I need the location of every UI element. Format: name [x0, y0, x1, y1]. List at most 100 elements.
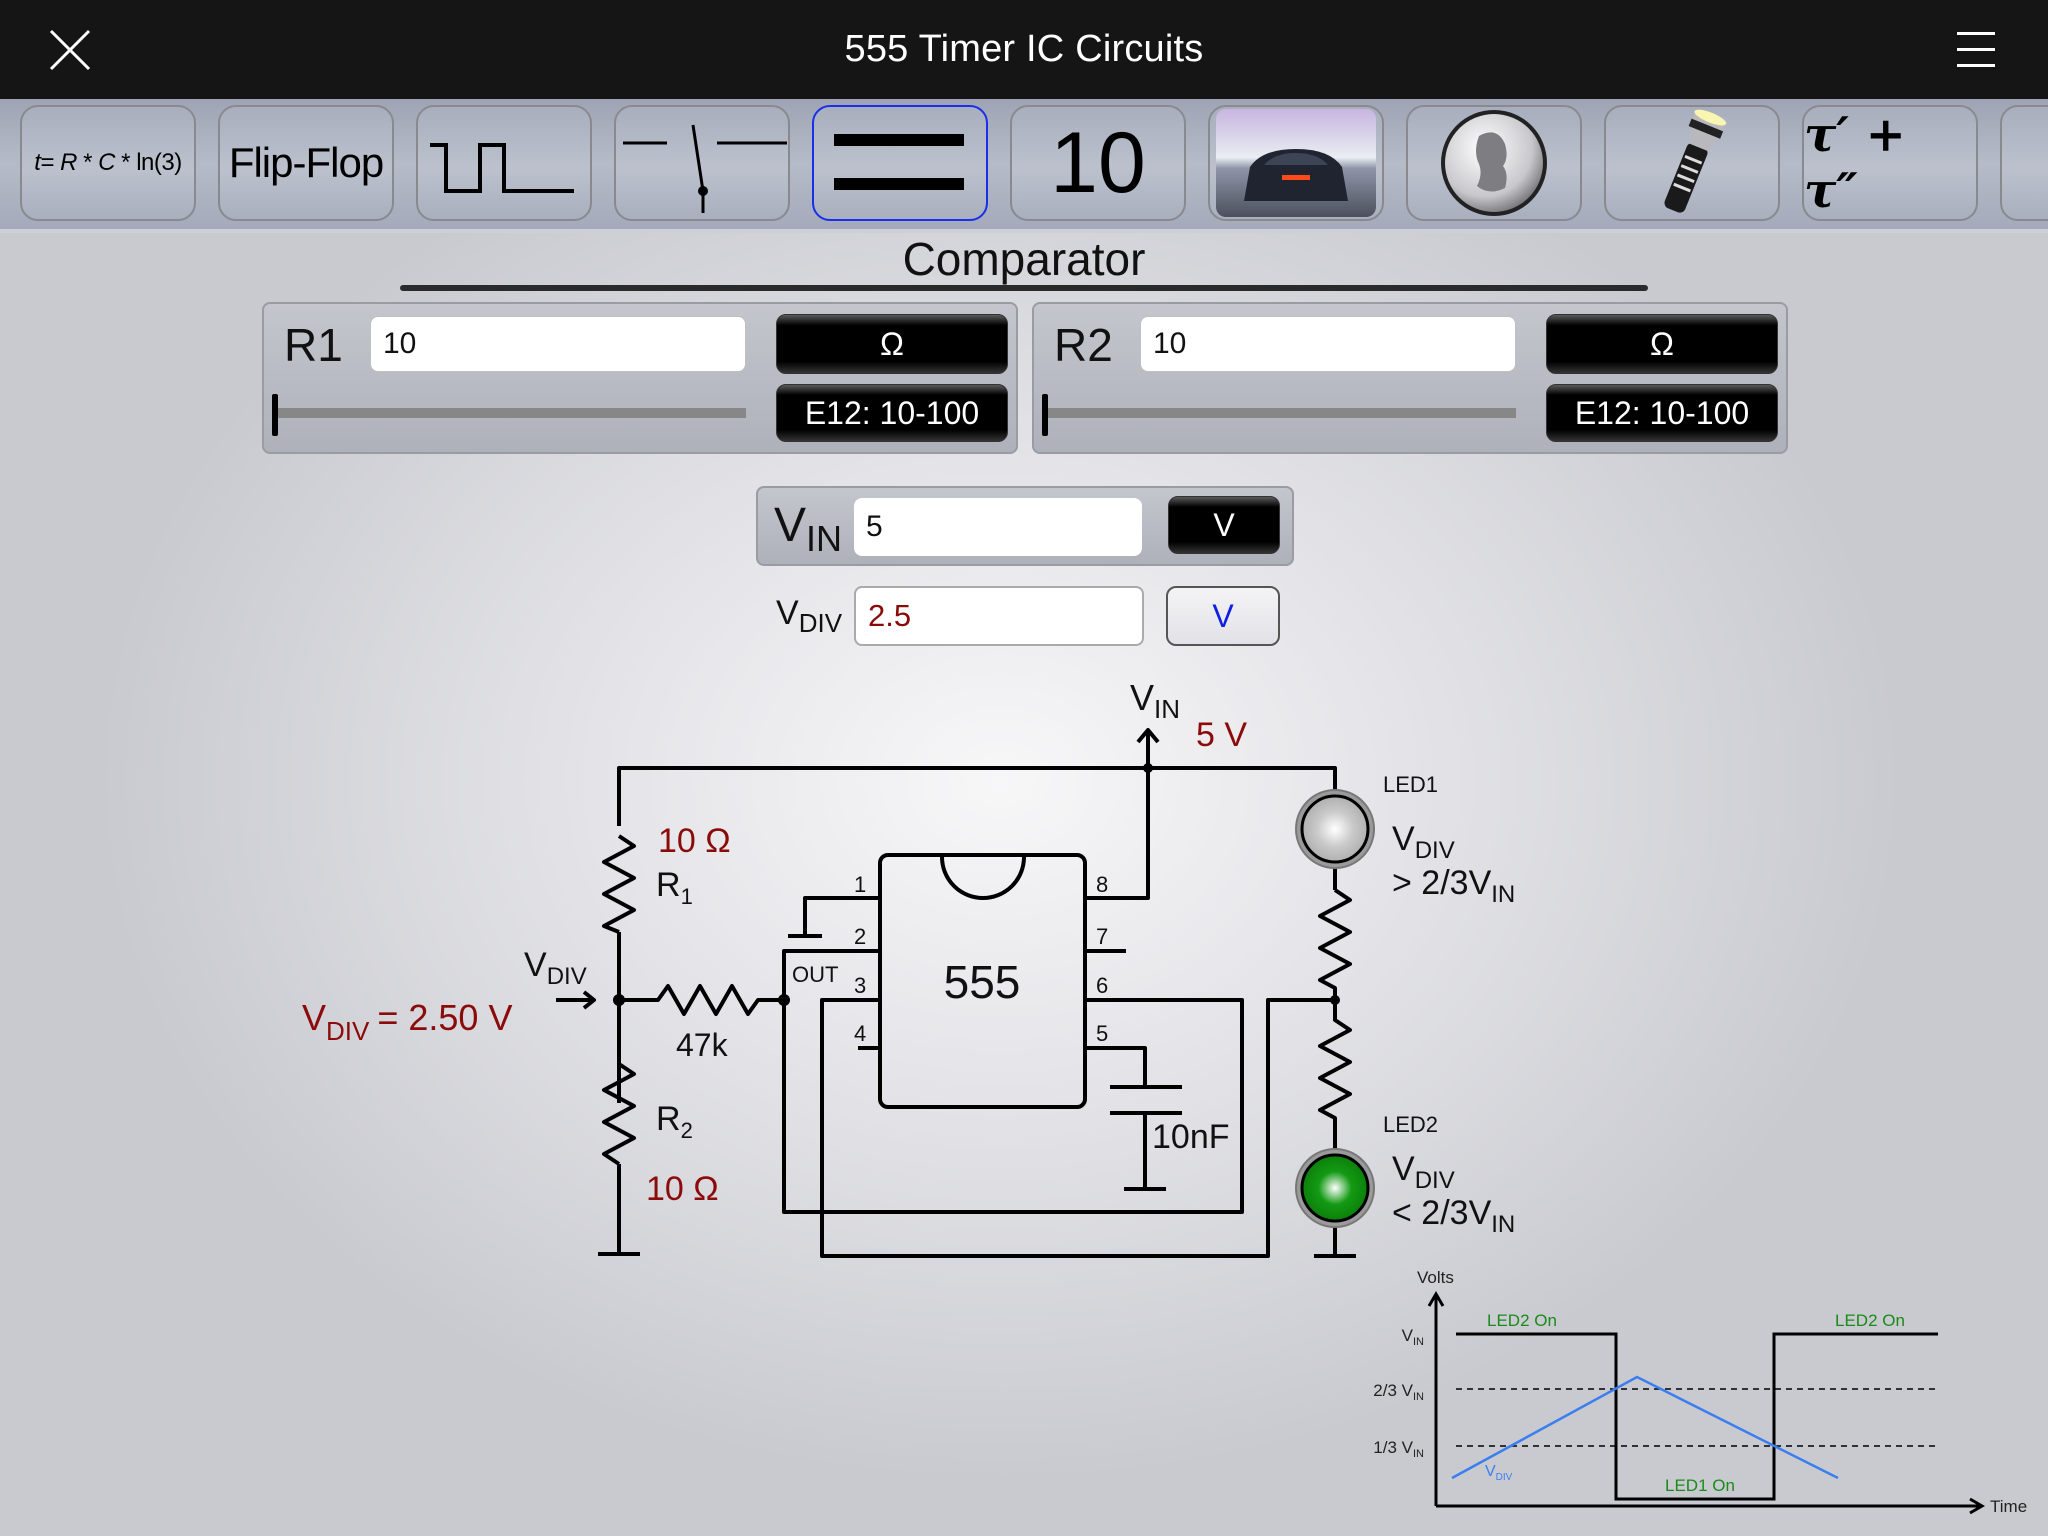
- pin-1-label: 1: [854, 872, 866, 897]
- junction-dot: [1330, 995, 1340, 1005]
- vin-input[interactable]: [854, 498, 1142, 556]
- timing-x-arrow: [1969, 1497, 1985, 1515]
- led1-cond-top-main: V: [1392, 820, 1415, 858]
- r1-input[interactable]: [370, 316, 746, 372]
- vdiv-node-main: V: [524, 946, 547, 984]
- r2-name-main: R: [656, 1100, 681, 1138]
- timing-diagram: Volts Time VIN 2/3 VIN 1/3 VIN LED2 On L…: [1373, 1268, 2027, 1516]
- r2-name-sub: 2: [681, 1118, 693, 1143]
- resistor-47k-label: 47k: [676, 1027, 729, 1063]
- led2-cond-sub: IN: [1491, 1211, 1515, 1238]
- tool-quarter[interactable]: [1406, 105, 1582, 221]
- led1-cond: > 2/3VIN: [1392, 864, 1515, 908]
- section-divider: [400, 285, 1648, 291]
- vdiv-label: VDIV: [776, 594, 842, 639]
- r2-slider-thumb[interactable]: [1042, 394, 1048, 436]
- r1-resistor: [602, 834, 636, 934]
- tool-flip-flop[interactable]: Flip-Flop: [218, 105, 394, 221]
- vdiv-arrow-head: [582, 990, 596, 1010]
- ic-label: 555: [944, 956, 1021, 1008]
- switch-icon: [623, 124, 787, 213]
- r1-name-main: R: [656, 866, 681, 904]
- pin-6-label: 6: [1096, 973, 1108, 998]
- level-one-third-main: 1/3 V: [1373, 1438, 1413, 1457]
- equals-bars-icon: [834, 134, 964, 190]
- annotation-led2-on-right: LED2 On: [1835, 1311, 1905, 1330]
- supply-rail: [617, 766, 1337, 826]
- r2-label: R2: [1054, 319, 1113, 371]
- close-icon[interactable]: [48, 28, 92, 72]
- led1-cond-top: VDIV: [1392, 820, 1455, 864]
- led1-cond-sub: IN: [1491, 881, 1515, 908]
- vin-panel: VIN V: [756, 486, 1294, 566]
- tool-flashlight[interactable]: [1604, 105, 1780, 221]
- level-one-third: 1/3 VIN: [1373, 1438, 1424, 1460]
- level-one-third-sub: IN: [1413, 1448, 1424, 1460]
- led1-name: LED1: [1383, 772, 1438, 797]
- ic-555-body: [878, 853, 1087, 1109]
- vin-label: VIN: [774, 498, 842, 560]
- junction-dot: [778, 994, 790, 1006]
- vin-value-label: 5 V: [1196, 716, 1247, 754]
- tool-square-wave[interactable]: [416, 105, 592, 221]
- r2-input[interactable]: [1140, 316, 1516, 372]
- circuit-toolbar: t= R * C * ln(3) Flip-Flop 10: [0, 99, 2048, 233]
- led2-cond-top-sub: DIV: [1415, 1167, 1455, 1194]
- vdiv-readout-value: = 2.50 V: [377, 997, 512, 1038]
- section-title: Comparator: [902, 233, 1146, 285]
- vdiv-ramp: [1451, 1375, 1839, 1480]
- resistor-47k: [619, 984, 784, 1016]
- r1-series-button[interactable]: E12: 10-100: [776, 384, 1008, 442]
- formula-label: t= R * C * ln(3): [34, 149, 182, 176]
- tool-knight-rider[interactable]: [1208, 105, 1384, 221]
- level-vin-main: V: [1402, 1326, 1414, 1345]
- led1-resistor: [1318, 888, 1352, 1000]
- vdiv-node-label: VDIV: [524, 946, 587, 990]
- capacitor-label: 10nF: [1152, 1118, 1230, 1156]
- vdiv-readout-main: V: [302, 997, 326, 1038]
- vin-label-sub: IN: [806, 518, 843, 559]
- r1-slider[interactable]: [276, 408, 746, 418]
- r1-panel: R1 Ω E12: 10-100: [262, 302, 1018, 454]
- vdiv-output-field[interactable]: [854, 586, 1144, 646]
- ramp-label-sub: DIV: [1496, 1472, 1513, 1483]
- tool-formula[interactable]: t= R * C * ln(3): [20, 105, 196, 221]
- vin-arrow-head: [1136, 728, 1160, 744]
- pin8-wire: [1085, 768, 1150, 900]
- annotation-led1-on: LED1 On: [1665, 1476, 1735, 1495]
- tool-counter[interactable]: 10: [1010, 105, 1186, 221]
- vdiv-unit-button[interactable]: V: [1166, 586, 1280, 646]
- tool-bargraph[interactable]: [2000, 105, 2048, 221]
- tool-switch[interactable]: [614, 105, 790, 221]
- r1-slider-thumb[interactable]: [272, 394, 278, 436]
- r2-slider[interactable]: [1046, 408, 1516, 418]
- timing-y-arrow: [1427, 1291, 1445, 1307]
- vdiv-label-main: V: [776, 594, 799, 632]
- r1-name-label: R1: [656, 866, 693, 909]
- tool-tau[interactable]: τ′ + τ″: [1802, 105, 1978, 221]
- vin-unit-button[interactable]: V: [1168, 496, 1280, 554]
- vin-node-main: V: [1130, 677, 1154, 718]
- r2-resistor: [602, 1062, 636, 1166]
- pin2-pin6-loop: [782, 949, 1244, 1214]
- pin-3-label: 3: [854, 973, 866, 998]
- level-two-thirds: 2/3 VIN: [1373, 1381, 1424, 1403]
- output-square-wave: [1456, 1332, 1938, 1501]
- r2-name-label: R2: [656, 1100, 693, 1143]
- hamburger-menu-icon[interactable]: [1955, 30, 1997, 70]
- pin-7-label: 7: [1096, 924, 1108, 949]
- vin-label-main: V: [774, 499, 807, 552]
- junction-dot: [1143, 763, 1153, 773]
- quarter-coin-icon: [1441, 110, 1547, 216]
- level-two-thirds-main: 2/3 V: [1373, 1381, 1413, 1400]
- led1-cond-top-sub: DIV: [1415, 837, 1455, 864]
- pin-8-label: 8: [1096, 872, 1108, 897]
- app-title: 555 Timer IC Circuits: [844, 28, 1204, 70]
- tool-comparator[interactable]: [812, 105, 988, 221]
- r2-series-button[interactable]: E12: 10-100: [1546, 384, 1778, 442]
- vdiv-node-sub: DIV: [547, 963, 587, 990]
- r1-unit-button[interactable]: Ω: [776, 314, 1008, 374]
- r2-unit-button[interactable]: Ω: [1546, 314, 1778, 374]
- pin3-output-loop: [820, 998, 1335, 1258]
